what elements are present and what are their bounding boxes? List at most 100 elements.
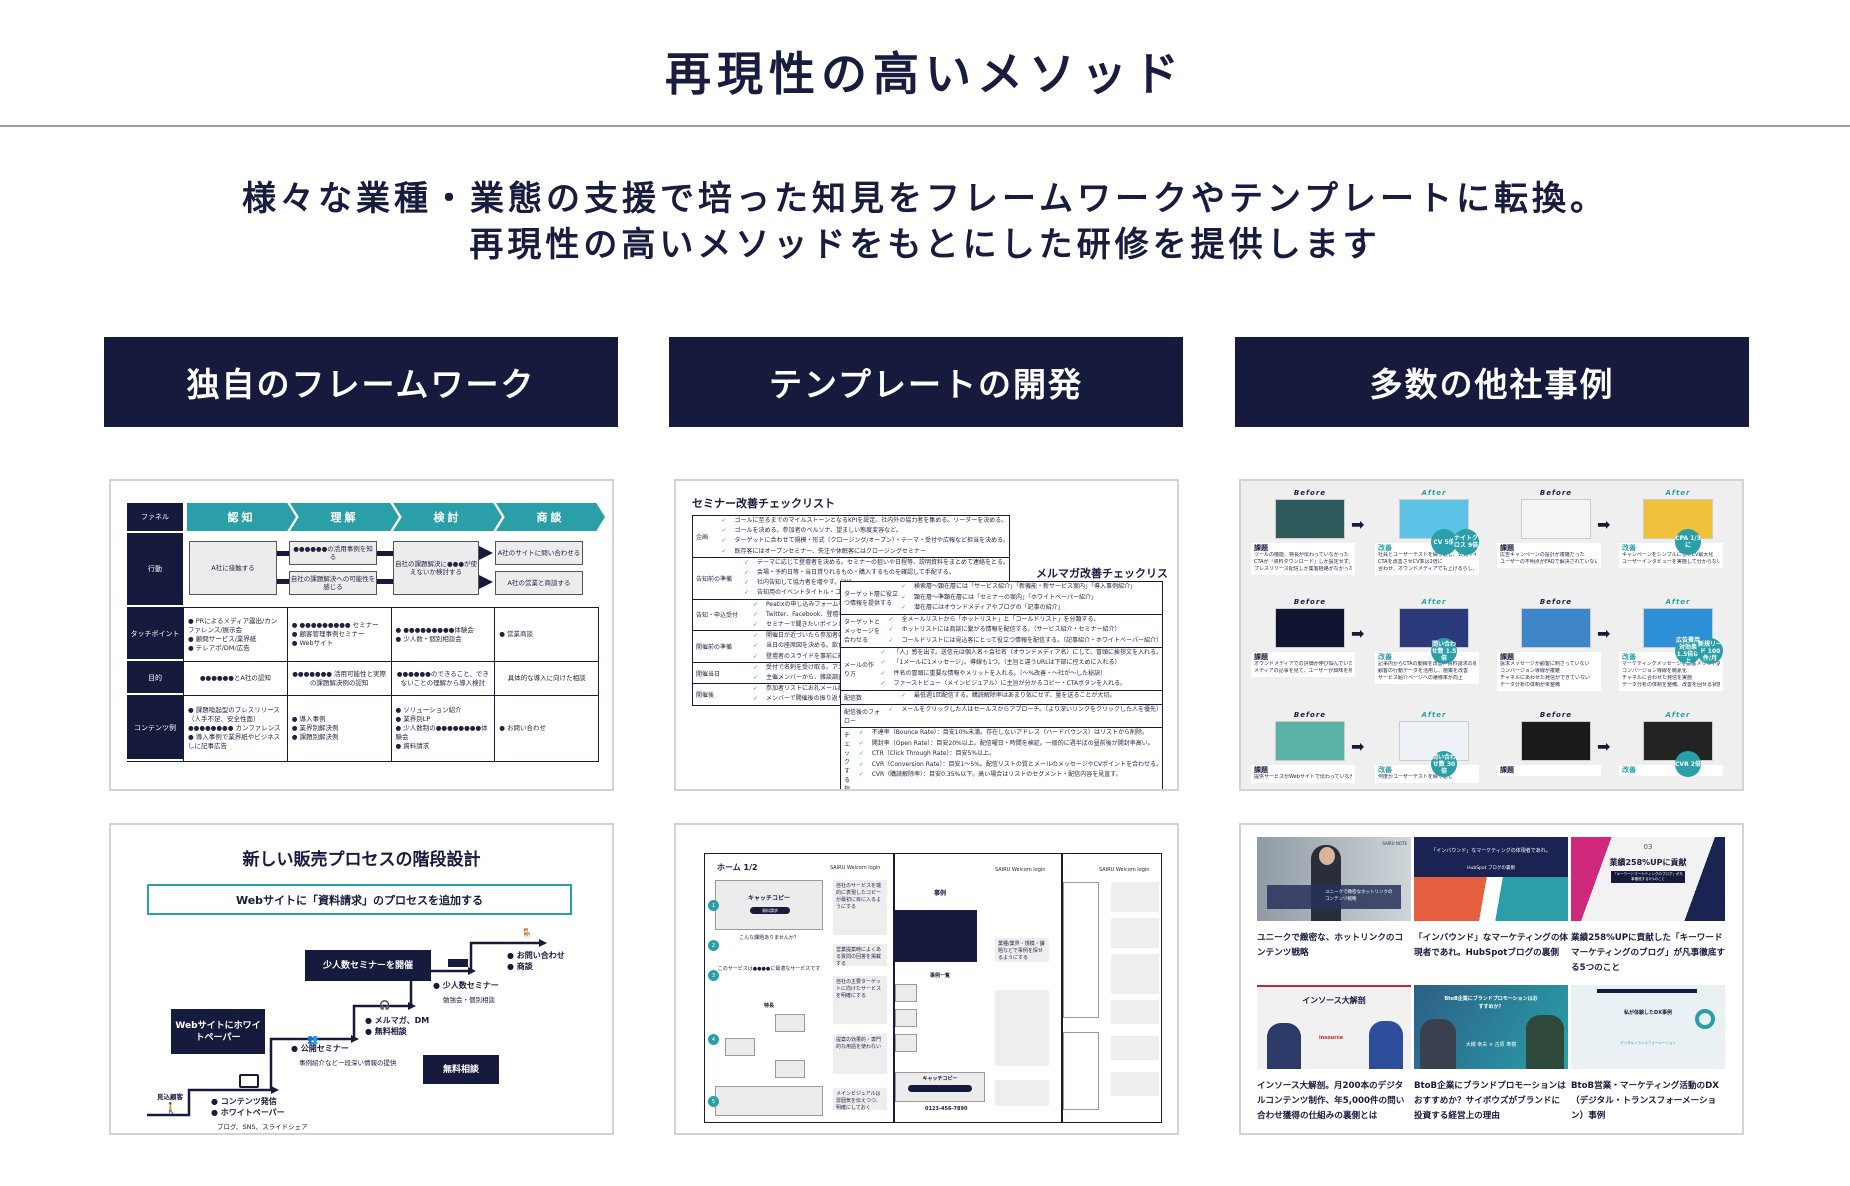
case-card[interactable]: 03 業績258%UPに貢献 「キーワードマーケティングのブログ」が凡事徹底する… — [1571, 837, 1725, 976]
pillar-heading-framework: 独自のフレームワーク — [104, 337, 618, 427]
case-card[interactable]: 私が体験したDX事例 デジタルトランスフォーメーション BtoB営業・マーケティ… — [1571, 985, 1725, 1124]
row-label-purpose: 目的 — [127, 662, 183, 695]
meeting-icon: 🪑 — [521, 929, 533, 939]
checklist-item: ✓全メールリストから「ホットリスト」と「コールドリスト」を分類する。 — [889, 615, 1163, 626]
donut-chart-icon — [1695, 1009, 1715, 1029]
action-box: 自社の課題解決に●●●が使えないか検討する — [393, 541, 479, 595]
checklist-items: ✓受付で名刺を受け取る。アンケート✓主催メンバーから、雑談調査員を派 — [753, 663, 1009, 683]
case-card[interactable]: インソース大解剖 insource インソース大解剖。月200本のデジタルコンテ… — [1257, 985, 1411, 1124]
cta-block: キャッチコピー — [895, 1072, 985, 1102]
wf-note: 自社の主要ターゲットに向けたサービスを明確にする — [833, 976, 887, 1024]
checklist-items: ✓テーマに応じて登壇者を決める。セミナーの狙いや日程等、説明資料をまとめて連絡を… — [744, 558, 1009, 599]
checklist-row: チェックする指標✓不達率（Bounce Rate）：目安10%未満。存在しないア… — [841, 728, 1162, 789]
case-card[interactable]: SAIRU NOTE ユニークで緻密なホットリンクのコンテンツ戦略 ユニークで緻… — [1257, 837, 1411, 961]
cell-text: ● 課題喚起型のプレスリリース（人手不足、安全性面） — [188, 706, 280, 723]
checklist-item-text: コールドリストには見込客にとって役立つ情報を配信する。（記事紹介・ホワイトペーパ… — [901, 636, 1162, 644]
thumb-sub: 大槻 幸夫 × 古原 寿樹 — [1465, 1042, 1517, 1048]
case-caption: インソース大解剖。月200本のデジタルコンテンツ制作、年5,000件の問い合わせ… — [1257, 1081, 1405, 1121]
cell-text: ● 営業商談 — [499, 630, 533, 638]
mailmag-checklist-table: ターゲット層に役立つ情報を提供する✓検索層〜顕在層には「サービス紹介」「新機能・… — [840, 581, 1163, 789]
checklist-item: ✓参加者リストにお礼メール配信。 — [753, 684, 1009, 694]
check-icon: ✓ — [888, 626, 894, 634]
checklist-item-text: 告知用のイベントタイトル・コピー — [756, 589, 853, 597]
before-panel: Before課題提供サービスがWebサイトで伝わっていなかった — [1251, 711, 1369, 789]
checklist-items: ✓「人」感を出す。送信元は個人名＋会社名（オウンドメディア名）にして、冒頭に挨拶… — [880, 648, 1162, 690]
wf-note: 営業提案時によくある質問の回答を掲載する — [833, 944, 887, 966]
check-icon: ✓ — [753, 621, 759, 629]
wf-note: 提案の効果的・専門的な用語を使わない — [833, 1034, 887, 1074]
result-badge: 問い合わせ数 30倍 — [1431, 751, 1457, 777]
cell-text: ● ●●●●●●●●● セミナー — [291, 621, 379, 629]
content-cell: ● お問い合わせ — [494, 696, 599, 761]
seminar-checklist-title: セミナー改善チェックリスト — [692, 497, 835, 510]
staircase-subtitle: Webサイトに「資料請求」のプロセスを追加する — [147, 884, 572, 915]
checklist-item: ✓当日の座席図を決める。飲食はテー — [753, 641, 1009, 651]
cell-text: ● テレアポ/DM/広告 — [188, 643, 250, 652]
checklist-item-text: ゴールに至るまでのマイルストーンとなるKPIを設定。社内外の協力者を集める。リー… — [734, 517, 1008, 524]
checklist-item-text: セミナーで聞きたいポイントや質問 — [766, 621, 862, 629]
checklist-item-text: 既存客にはオープンセミナー、失注や休眠客にはクロージングセミナー — [734, 547, 926, 555]
improvements-note: 改善 — [1619, 765, 1723, 776]
after-label: After — [1421, 489, 1447, 497]
step-note: 勉強会・個別相談 — [443, 996, 495, 1004]
funnel-row: ファネル 認知 理解 検討 商談 — [127, 503, 605, 533]
image-placeholder — [775, 1060, 805, 1078]
note-item: CTAが「資料ダウンロード」しか設定せず、ハードルが高かった — [1254, 559, 1352, 565]
content-cell: ● 導入事例 ● 業界別解決例 ● 課題別解決例 — [286, 696, 391, 761]
step-item: ● 商談 — [507, 962, 533, 971]
case-card[interactable]: BtoB企業にブランドプロモーションはおすすめか？ 大槻 幸夫 × 古原 寿樹 … — [1414, 985, 1568, 1124]
note-item: ツールの機能、特長が伝わっていなかった — [1254, 552, 1349, 558]
website-screenshot — [1275, 499, 1345, 539]
checklist-category: 配信後のフォロー — [844, 708, 881, 725]
checklist-item-text: CTR（Click Through Rate）：目安5%以上。 — [871, 750, 996, 758]
check-icon: ✓ — [753, 642, 759, 650]
checklist-row: 配信後のフォロー✓メールをクリックした人はセールスからアプローチ。（より深いリン… — [841, 705, 1162, 728]
headset-icon: 🎧 — [379, 1001, 391, 1011]
step-items: ● メルマガ、DM ● 無料相談 — [365, 1015, 429, 1037]
after-label: After — [1665, 489, 1691, 497]
checklist-row: ターゲット層に役立つ情報を提供する✓検索層〜顕在層には「サービス紹介」「新機能・… — [841, 582, 1162, 615]
check-icon: ✓ — [753, 685, 759, 693]
nav-item: Welcom — [1115, 867, 1136, 873]
thumb-text: 「インバウンド」なマーケティングの体現者であれ。 — [1431, 848, 1551, 854]
row-label-touchpoint: タッチポイント — [127, 608, 183, 661]
row-label-action: 行動 — [127, 533, 183, 607]
checklist-category: 開催当日 — [696, 670, 721, 678]
check-icon: ✓ — [753, 652, 759, 660]
checklist-item-text: ゴールを決める。参加者のペルソナ、望ましい態度変容など。 — [734, 527, 902, 535]
step-item: ● 少人数セミナー — [433, 981, 499, 990]
note-item: CTAを改善させCV率は2倍に — [1378, 559, 1443, 565]
before-label: Before — [1293, 711, 1327, 719]
checklist-item: ✓ゴールを決める。参加者のペルソナ、望ましい態度変容など。 — [721, 526, 1009, 536]
purpose-cell: ●●●●●●のできること、できないことの理解から導入検討 — [390, 662, 495, 695]
image-placeholder — [895, 1009, 917, 1027]
wf-cta-label: キャッチコピー — [922, 1076, 958, 1082]
checklist-item-text: Twitter、Facebook、登壇者や協力 — [766, 610, 863, 618]
nav-item: SAIRU — [1099, 867, 1115, 873]
issues-heading: 課題 — [1500, 766, 1514, 774]
checklist-item: ✓開封率（Open Rate）：目安20%以上。配信曜日・時間を検証。一般的に週… — [859, 739, 1162, 750]
case-thumbnail: SAIRU NOTE ユニークで緻密なホットリンクのコンテンツ戦略 — [1257, 837, 1411, 921]
checklist-item-text: 「人」感を出す。送信元は個人名＋会社名（オウンドメディア名）にして、冒頭に挨拶文… — [893, 648, 1162, 656]
funnel-framework-table: ファネル 認知 理解 検討 商談 行動 A社に接触する ●●●●●●の活用事例を… — [127, 503, 605, 762]
step-items: ● お問い合わせ ● 商談 — [507, 950, 565, 972]
case-card[interactable]: 「インバウンド」なマーケティングの体現者であれ。 HubSpot ブログの裏側 … — [1414, 837, 1568, 961]
note-item: 合わせ、オウンドメディアでも上げるらし、集客経路を強化 — [1378, 566, 1476, 572]
checklist-items: ✓Peatixの申し込みフォームを準備✓Twitter、Facebook、登壇者… — [753, 600, 1009, 631]
arrow-right-icon: ➡ — [1351, 624, 1365, 643]
cell-text: ● PRによるメディア露出/カンファレンス/展示会 — [188, 616, 278, 634]
step-item: ● ホワイトペーパー — [211, 1108, 285, 1117]
action-box: A社のサイトに問い合わせる — [495, 541, 583, 565]
checklist-item: ✓既存客にはオープンセミナー、失注や休眠客にはクロージングセミナー — [721, 547, 1009, 557]
check-icon: ✓ — [743, 589, 749, 597]
nav-item: Welcom — [846, 865, 867, 871]
step-note: 事例紹介など一段深い情報の提供 — [299, 1059, 397, 1067]
result-badge: 広告費用対効果 1.5倍以上 — [1675, 637, 1701, 665]
improvements-heading: 改善 — [1622, 766, 1636, 774]
before-label: Before — [1539, 489, 1573, 497]
presentation-icon — [448, 959, 468, 967]
cell-text: ● 顧問サービス/業界紙 — [188, 634, 257, 643]
arrow-right-icon: ➡ — [1597, 624, 1611, 643]
lead-line-1: 様々な業種・業態の支援で培った知見をフレームワークやテンプレートに転換。 — [242, 179, 1608, 219]
